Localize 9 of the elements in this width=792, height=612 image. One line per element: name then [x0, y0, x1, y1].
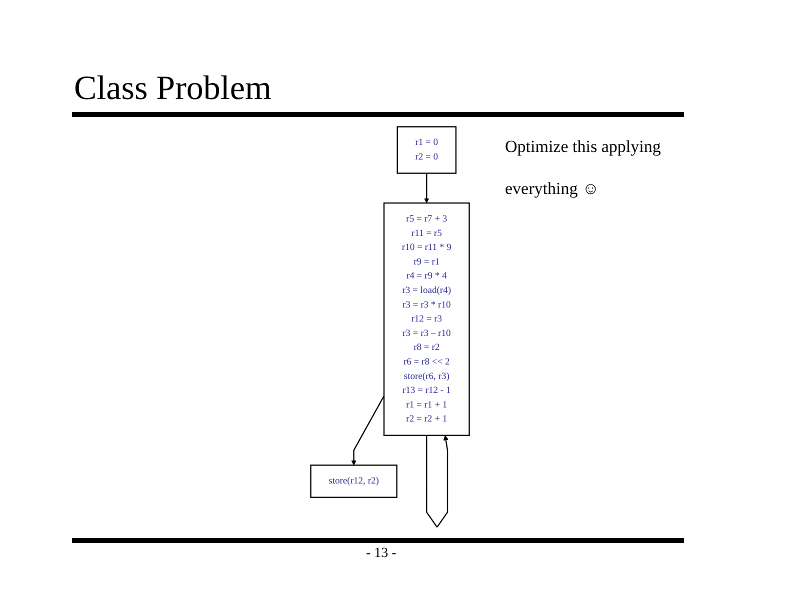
arrow — [351, 396, 384, 466]
node-box: r1 = 0 r2 = 0 — [396, 126, 457, 174]
node-box: r5 = r7 + 3 r11 = r5 r10 = r11 * 9 r9 = r1 r4 = r9 * 4 r3 = load(r4) r3 = r3 * r10 r12 = r3 r3 = r3 – r10 r8 = r2 r6 = r8 << 2 store(r6, r3) r13 = r12 - 1 r1 = r1 + 1 r2 = r2 + 1 — [383, 202, 470, 436]
arrow — [426, 435, 448, 528]
slide-title: Class Problem — [74, 70, 272, 108]
note-text: Optimize this applying everything ☺ — [505, 136, 662, 200]
page-number: - 13 - — [366, 546, 396, 562]
node-box: store(r12, r2) — [310, 464, 398, 498]
arrow — [424, 173, 430, 204]
